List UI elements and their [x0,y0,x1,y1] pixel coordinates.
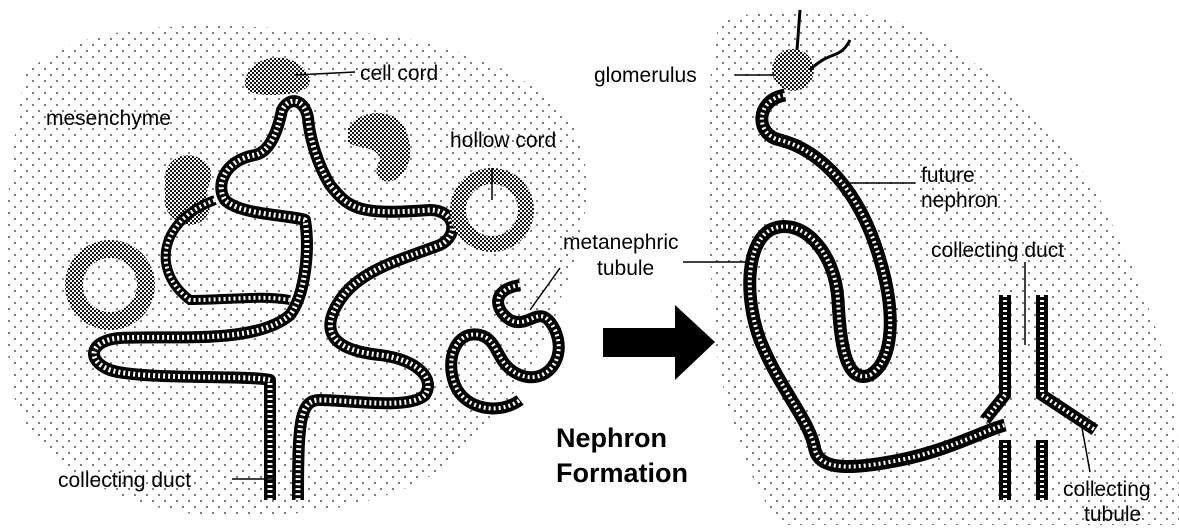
right-arrow-icon [603,305,715,380]
collecting-duct-right-label: collecting duct [931,239,1064,262]
diagram-title-line1: Nephron [556,423,667,453]
collecting-tubule-label-line1: collecting [1063,478,1151,501]
collecting-tubule-label-line2: tubule [1084,503,1141,525]
diagram-title-line2: Formation [556,458,688,488]
glomerulus-label: glomerulus [594,64,697,87]
glomerulus-shape [772,49,814,91]
metanephric-label-line2: tubule [597,257,654,280]
hollow-cord-label: hollow cord [450,129,556,152]
collecting-duct-left-label: collecting duct [58,469,191,492]
mesenchyme-label: mesenchyme [46,107,171,130]
future-nephron-label-line1: future [921,164,975,187]
future-nephron-label-line2: nephron [921,189,998,212]
metanephric-label-line1: metanephric [563,231,679,254]
cell-cord-label: cell cord [360,62,438,85]
